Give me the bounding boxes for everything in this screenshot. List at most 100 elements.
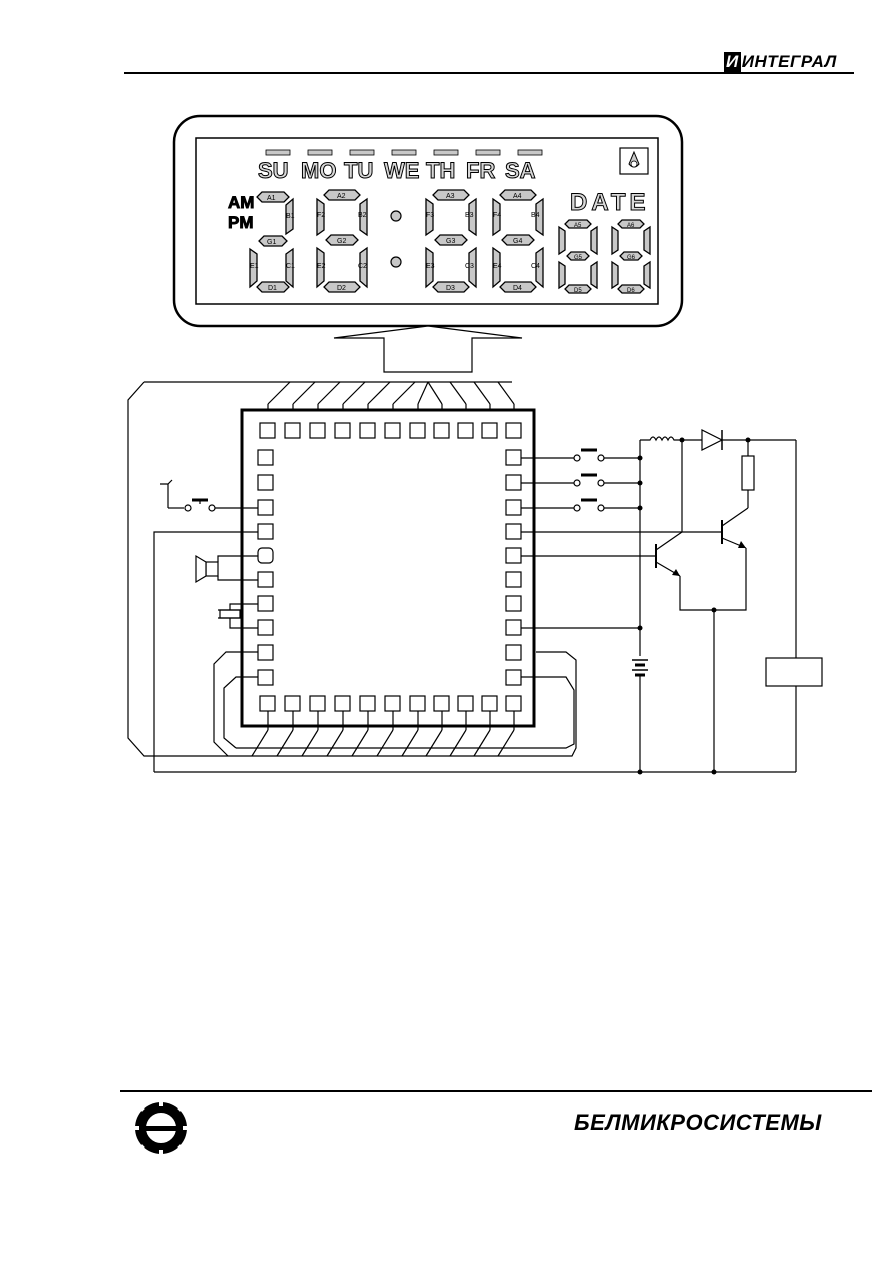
footer-rule: [120, 1090, 872, 1092]
seg-e2: [316, 246, 325, 289]
pin: [505, 449, 522, 466]
pin: [257, 619, 274, 636]
seg-a5-label: A5: [574, 223, 582, 229]
pin: [433, 695, 450, 712]
integral-logo-text: ИНТЕГРАЛ: [741, 52, 837, 71]
seg-d5-label: D5: [574, 288, 582, 294]
pin: [457, 422, 474, 439]
day-label-th: TH: [426, 158, 455, 183]
seg-f2: [316, 197, 325, 237]
day-bar: [265, 149, 291, 156]
transistor-q1: [521, 440, 747, 611]
seg-a3-label: A3: [446, 193, 455, 200]
seg-c5: [590, 260, 598, 290]
pin: [359, 695, 376, 712]
pin: [505, 595, 522, 612]
pin: [505, 547, 522, 564]
seg-c1: [285, 247, 294, 289]
pin: [334, 695, 351, 712]
seg-d2: [323, 281, 361, 293]
seg-c1-label: C1: [286, 263, 295, 270]
pin: [259, 422, 276, 439]
diode-icon: [701, 429, 724, 451]
seg-d1-label: D1: [268, 285, 277, 292]
seg-b4-label: B4: [531, 212, 540, 219]
pin: [309, 422, 326, 439]
pin: [334, 422, 351, 439]
seg-g3-label: G3: [446, 238, 455, 245]
pin: [409, 422, 426, 439]
company-name: БЕЛМИКРОСИСТЕМЫ: [574, 1110, 822, 1135]
seg-g2: [325, 234, 359, 246]
seg-f4-label: F4: [493, 212, 501, 219]
digit-4: A4 F4 B4 G4 E4 C4 D4: [492, 189, 544, 293]
seg-g6-label: G6: [627, 255, 636, 261]
seg-e4-label: E4: [493, 263, 502, 270]
seg-d1: [256, 281, 290, 293]
integral-logo-mark: И: [724, 52, 741, 72]
day-bars: [265, 149, 543, 156]
date-label: DATE: [570, 189, 650, 216]
colon-dot-bottom: [390, 256, 402, 268]
seg-a3: [432, 189, 470, 201]
pm-indicator: PM: [228, 213, 254, 232]
seg-d5: [564, 284, 592, 294]
day-label-fr: FR: [466, 158, 495, 183]
day-label-we: WE: [384, 158, 419, 183]
pin: [505, 695, 522, 712]
day-label-sa: SA: [505, 158, 536, 183]
seg-a6-label: A6: [627, 223, 635, 229]
date-digit-2: A6 G6 D6: [611, 219, 651, 294]
seg-a1-label: A1: [267, 195, 276, 202]
pin: [309, 695, 326, 712]
pin: [257, 669, 274, 686]
pin: [384, 422, 401, 439]
transistor-q2: [521, 507, 749, 772]
seg-e3: [425, 246, 434, 289]
seg-f4: [492, 197, 501, 237]
day-bar: [475, 149, 501, 156]
pin: [481, 422, 498, 439]
seg-d6: [617, 284, 645, 294]
digit-3: A3 F3 B3 G3 E3 C3 D3: [425, 189, 477, 293]
day-bar: [517, 149, 543, 156]
seg-a4-label: A4: [513, 193, 522, 200]
pin: [257, 644, 274, 661]
seg-a2-label: A2: [337, 193, 346, 200]
seg-d4: [499, 281, 537, 293]
power-section: [154, 429, 823, 775]
pin: [433, 422, 450, 439]
bus-arrow: [333, 325, 523, 373]
right-buttons: [521, 448, 640, 629]
seg-c4: [535, 246, 544, 289]
pin: [505, 422, 522, 439]
seg-b1: [285, 197, 294, 236]
seg-d6-label: D6: [627, 288, 635, 294]
pin: [359, 422, 376, 439]
chip-pins-left: [257, 449, 274, 686]
digit-2: A2 F2 B2 G2 E2 C2 D2: [316, 189, 368, 293]
belmicrosystems-emblem: [133, 1100, 189, 1156]
seg-e1: [249, 247, 258, 289]
seg-g2-label: G2: [337, 238, 346, 245]
day-label-mo: MO: [301, 158, 336, 183]
seg-g5-label: G5: [574, 255, 583, 261]
seg-b2-label: B2: [358, 212, 367, 219]
pin: [257, 474, 274, 491]
day-bar: [307, 149, 333, 156]
pin: [284, 422, 301, 439]
seg-f5: [558, 225, 566, 256]
seg-e3-label: E3: [426, 263, 435, 270]
seg-b6: [643, 225, 651, 256]
seg-b4: [535, 197, 544, 237]
day-bar: [433, 149, 459, 156]
pin: [505, 571, 522, 588]
chip-pins-bottom: [259, 695, 522, 712]
seg-c2-label: C2: [358, 263, 367, 270]
seg-g5: [566, 251, 590, 261]
header-rule: [124, 72, 854, 74]
seg-e2-label: E2: [317, 263, 326, 270]
pin: [257, 499, 274, 516]
